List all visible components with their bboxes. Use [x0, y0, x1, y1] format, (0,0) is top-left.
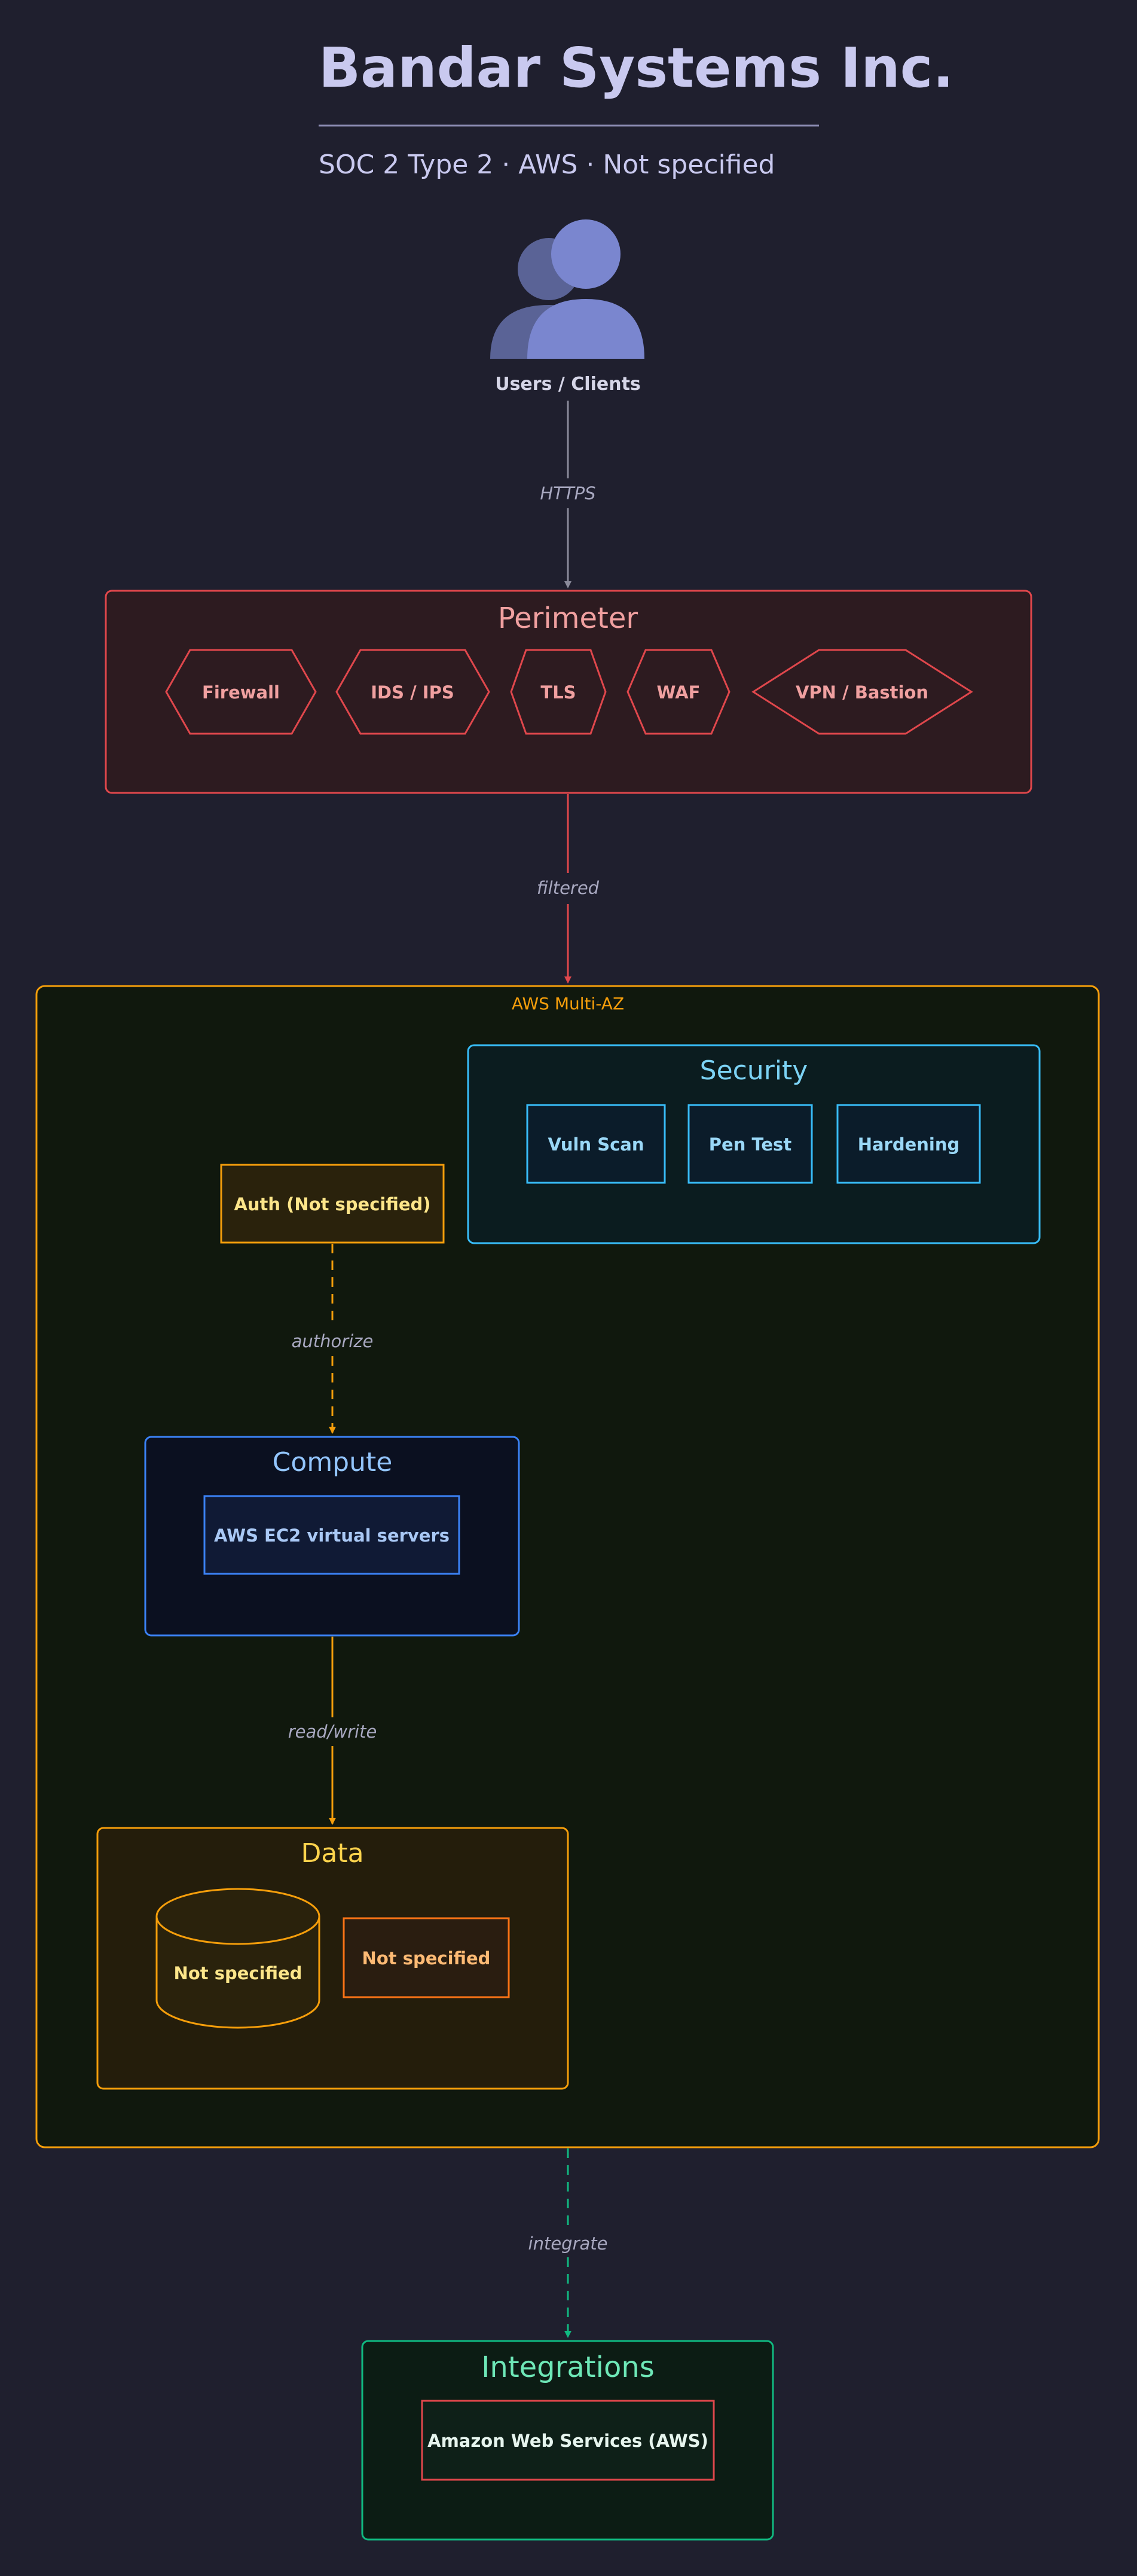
compute-ec2[interactable]	[203, 1495, 460, 1575]
edge-label-read-write: read/write	[288, 1722, 377, 1742]
perimeter-firewall-label: Firewall	[202, 682, 280, 703]
perimeter-tls[interactable]	[510, 649, 607, 735]
auth-box[interactable]	[220, 1164, 445, 1244]
perimeter-ids-ips-label: IDS / IPS	[371, 682, 454, 703]
edge-label-integrate: integrate	[528, 2233, 608, 2254]
data-database-label: Not specified	[174, 1963, 302, 1983]
perimeter-vpn-bastion-label: VPN / Bastion	[796, 682, 928, 703]
users-label: Users / Clients	[495, 374, 641, 395]
integrations-aws-label: Amazon Web Services (AWS)	[427, 2431, 708, 2451]
data-database-cylinder[interactable]	[155, 1888, 320, 2029]
compute-ec2-label: AWS EC2 virtual servers	[214, 1525, 450, 1546]
perimeter-firewall[interactable]	[165, 649, 317, 735]
security-pen-test[interactable]	[687, 1104, 813, 1184]
cloud-label: AWS Multi-AZ	[512, 994, 624, 1014]
perimeter-waf[interactable]	[626, 649, 731, 735]
security-vuln-scan[interactable]	[526, 1104, 666, 1184]
users-icon	[490, 219, 644, 359]
data-title: Data	[301, 1838, 363, 1869]
auth-label: Auth (Not specified)	[234, 1194, 430, 1214]
data-store-label: Not specified	[362, 1948, 491, 1968]
perimeter-vpn-bastion[interactable]	[751, 649, 973, 735]
page-title: Bandar Systems Inc.	[319, 36, 954, 100]
security-hardening-label: Hardening	[858, 1134, 960, 1155]
security-vuln-scan-label: Vuln Scan	[548, 1134, 644, 1155]
integrations-title: Integrations	[481, 2351, 655, 2384]
edge-label-https: HTTPS	[540, 483, 595, 503]
security-pen-test-label: Pen Test	[709, 1134, 792, 1155]
edge-label-authorize: authorize	[292, 1331, 374, 1351]
perimeter-title: Perimeter	[498, 602, 638, 635]
compute-title: Compute	[273, 1447, 393, 1478]
perimeter-ids-ips[interactable]	[335, 649, 490, 735]
data-store[interactable]	[343, 1917, 510, 1998]
security-hardening[interactable]	[836, 1104, 981, 1184]
edge-label-filtered: filtered	[537, 878, 600, 898]
security-title: Security	[700, 1055, 808, 1086]
title-underline	[319, 124, 819, 127]
perimeter-tls-label: TLS	[540, 682, 576, 703]
perimeter-waf-label: WAF	[657, 682, 701, 703]
page-subtitle: SOC 2 Type 2 · AWS · Not specified	[319, 149, 775, 180]
integrations-aws[interactable]	[421, 2400, 715, 2481]
